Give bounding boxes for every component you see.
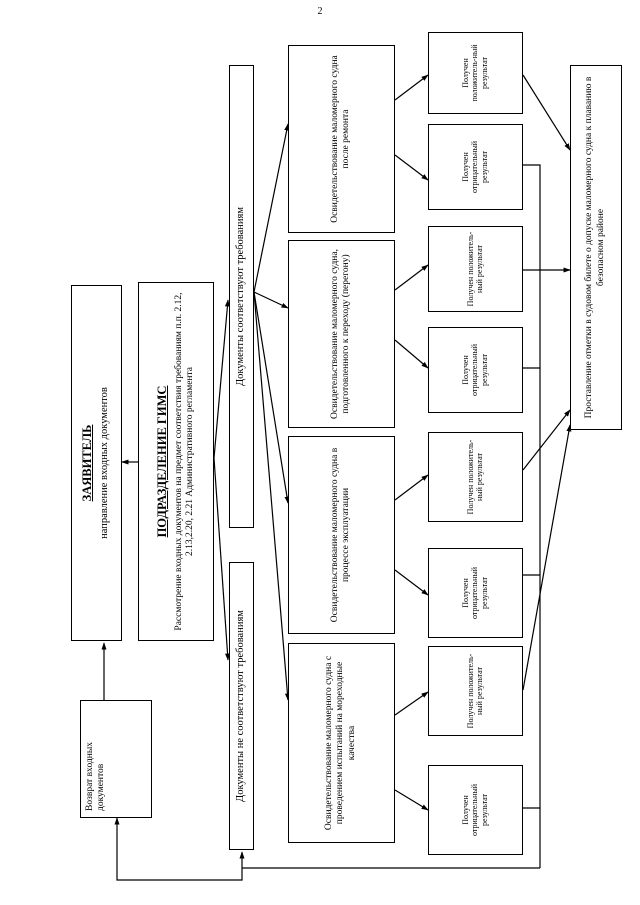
docs-compliant-box: Документы соответствуют требованиям: [229, 65, 254, 528]
result-label: Получен положитель-ный результат: [461, 44, 489, 102]
inspection-operation: Освидетельствование маломерного судна в …: [288, 436, 395, 634]
applicant-title: ЗАЯВИТЕЛЬ: [80, 424, 95, 502]
result-label: Получен отрицательный результат: [461, 566, 489, 620]
applicant-box: ЗАЯВИТЕЛЬ направление входных документов: [71, 285, 122, 641]
result-label: Получен отрицательный результат: [461, 140, 489, 194]
result-label: Получен отрицательный результат: [461, 343, 489, 397]
department-box: ПОДРАЗДЕЛЕНИЕ ГИМС Рассмотрение входных …: [138, 282, 214, 641]
inspection-after-repair: Освидетельствование маломерного судна по…: [288, 45, 395, 233]
page-number: 2: [317, 6, 323, 17]
return-docs-box: Возврат входных документов: [80, 700, 152, 818]
result-negative-3: Получен отрицательный результат: [428, 548, 523, 638]
result-negative-2: Получен отрицательный результат: [428, 327, 523, 413]
result-label: Получен положитель-ный результат: [465, 439, 484, 515]
result-label: Получен отрицательный результат: [461, 783, 489, 837]
result-positive-2: Получен положитель-ный результат: [428, 226, 523, 312]
result-negative-1: Получен отрицательный результат: [428, 124, 523, 210]
inspection-label: Освидетельствование маломерного судна с …: [323, 655, 357, 831]
result-positive-1: Получен положитель-ный результат: [428, 32, 523, 114]
final-box: Проставление отметки в судовом билете о …: [570, 65, 622, 430]
department-text: Рассмотрение входных документов на предм…: [173, 292, 195, 631]
department-title: ПОДРАЗДЕЛЕНИЕ ГИМС: [154, 385, 169, 538]
inspection-transfer: Освидетельствование маломерного судна, п…: [288, 240, 395, 428]
inspection-label: Освидетельствование маломерного судна по…: [329, 55, 351, 223]
inspection-seaworthiness: Освидетельствование маломерного судна с …: [288, 643, 395, 843]
result-positive-3: Получен положитель-ный результат: [428, 432, 523, 522]
docs-not-compliant-text: Документы не соответствуют требованиям: [234, 610, 246, 802]
docs-not-compliant-box: Документы не соответствуют требованиям: [229, 562, 254, 850]
inspection-label: Освидетельствование маломерного судна в …: [329, 447, 351, 623]
docs-compliant-text: Документы соответствуют требованиям: [234, 207, 246, 386]
result-label: Получен положитель-ный результат: [465, 653, 484, 729]
result-label: Получен положитель-ный результат: [465, 231, 484, 307]
result-negative-4: Получен отрицательный результат: [428, 765, 523, 855]
applicant-subtitle: направление входных документов: [99, 387, 111, 539]
result-positive-4: Получен положитель-ный результат: [428, 646, 523, 736]
inspection-label: Освидетельствование маломерного судна, п…: [329, 249, 351, 419]
final-text: Проставление отметки в судовом билете о …: [584, 76, 606, 419]
return-docs-text: Возврат входных документов: [85, 742, 107, 811]
